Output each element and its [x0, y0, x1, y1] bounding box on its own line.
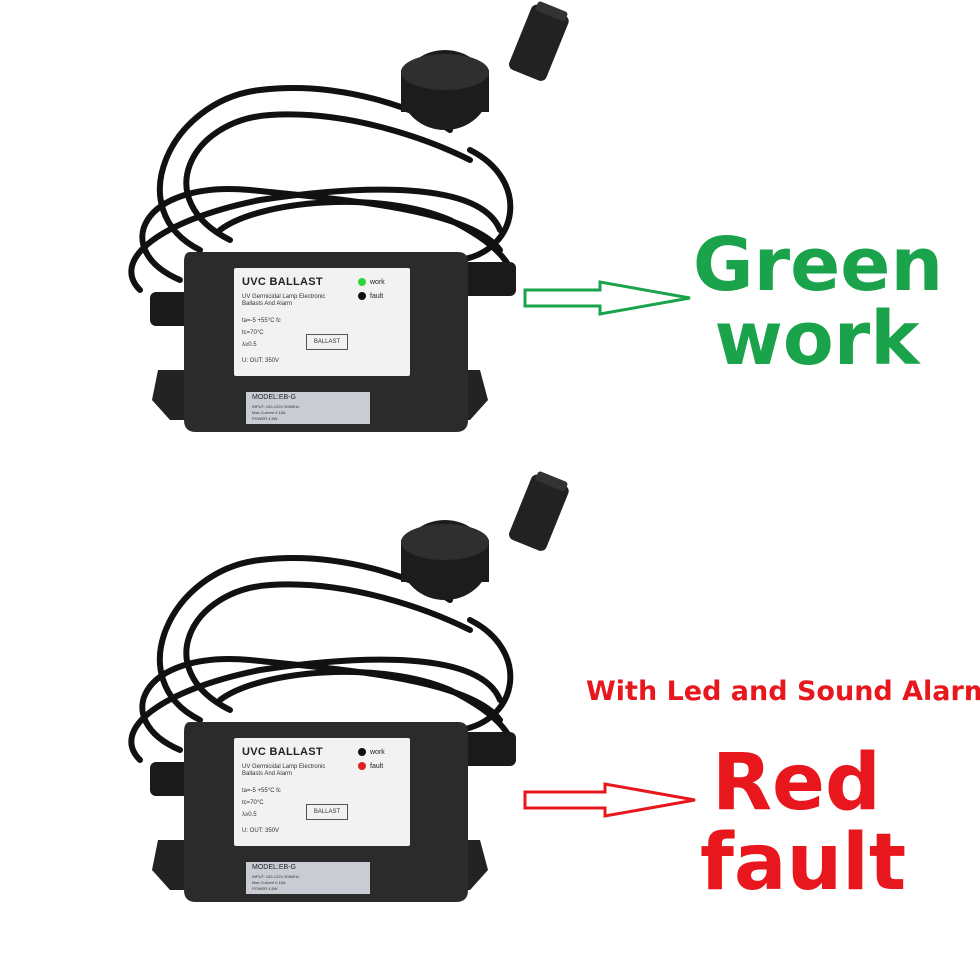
work-label: work: [370, 278, 385, 286]
label-description-2: Ballasts And Alarm: [242, 301, 293, 307]
label-spec-lambda-2: λ≥0.5: [242, 812, 257, 818]
red-arrow-icon: [523, 782, 696, 818]
model-power: POWER 4.8W: [252, 416, 278, 421]
label-description: UV Germicidal Lamp Electronic: [242, 294, 326, 300]
fault-indicator: fault: [358, 292, 383, 300]
ballast-device: UVC BALLAST UV Germicidal Lamp Electroni…: [150, 250, 470, 430]
label-description-b: UV Germicidal Lamp Electronic: [242, 764, 326, 770]
model-plate-2: MODEL:EB-G INPUT: 100-120V 50/60Hz Max C…: [246, 862, 370, 894]
model-plate: MODEL:EB-G INPUT: 100-120V 50/60Hz Max C…: [246, 392, 370, 424]
model-current: Max Current 0.15A: [252, 410, 286, 415]
fault-indicator-2: fault: [358, 762, 383, 770]
label-title-2: UVC BALLAST: [242, 746, 323, 758]
fault-label-2: fault: [370, 762, 384, 770]
work-indicator: work: [358, 278, 385, 286]
fault-led-icon: [358, 292, 366, 300]
red-caption: Red: [712, 738, 881, 828]
model-input: INPUT: 100-120V 50/60Hz: [252, 404, 300, 409]
label-title: UVC BALLAST: [242, 276, 323, 288]
fault-label: fault: [370, 292, 384, 300]
label-spec-temp: ta=-5 +55°C fc: [242, 318, 281, 324]
label-spec-output: U: OUT: 350V: [242, 358, 280, 364]
model-power-2: POWER 4.8W: [252, 886, 278, 891]
lamp-connector-2: [401, 471, 569, 600]
work-label-2: work: [370, 748, 385, 756]
fault-caption: fault: [700, 818, 907, 908]
green-caption: Green: [692, 222, 944, 308]
ballast-photo-green: UVC BALLAST UV Germicidal Lamp Electroni…: [128, 1, 691, 432]
model-title: MODEL:EB-G: [252, 394, 296, 401]
product-label: UVC BALLAST UV Germicidal Lamp Electroni…: [234, 268, 410, 376]
work-led-icon-2: [358, 748, 366, 756]
ballast-device-2: UVC BALLAST UV Germicidal Lamp Electroni…: [150, 720, 470, 900]
alarm-caption: With Led and Sound Alarm: [586, 676, 980, 707]
label-spec-lambda: λ≥0.5: [242, 342, 257, 348]
green-arrow-icon: [523, 280, 691, 316]
work-caption: work: [714, 296, 920, 382]
work-indicator-2: work: [358, 748, 385, 756]
label-ballast-box: BALLAST: [306, 334, 348, 350]
work-led-icon: [358, 278, 366, 286]
power-cable-2: [128, 555, 516, 763]
label-spec-tc: tc=70°C: [242, 330, 264, 336]
model-current-2: Max Current 0.15A: [252, 880, 286, 885]
label-description-b2: Ballasts And Alarm: [242, 771, 293, 777]
label-spec-tc-2: tc=70°C: [242, 800, 264, 806]
model-title-2: MODEL:EB-G: [252, 864, 296, 871]
label-spec-output-2: U: OUT: 350V: [242, 828, 280, 834]
fault-led-icon-2: [358, 762, 366, 770]
product-label-2: UVC BALLAST UV Germicidal Lamp Electroni…: [234, 738, 410, 846]
model-input-2: INPUT: 100-120V 50/60Hz: [252, 874, 300, 879]
label-spec-temp-2: ta=-5 +55°C fc: [242, 788, 281, 794]
lamp-connector: [401, 1, 569, 130]
label-ballast-box-2: BALLAST: [306, 804, 348, 820]
ballast-photo-red: UVC BALLAST UV Germicidal Lamp Electroni…: [0, 470, 980, 960]
